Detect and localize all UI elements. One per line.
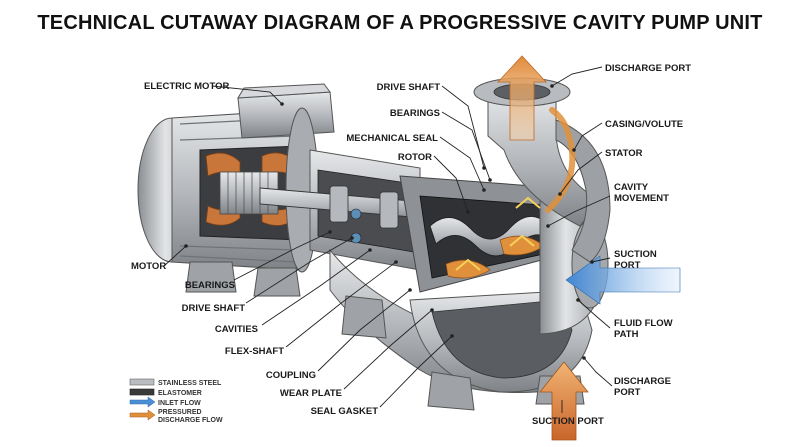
label-rotor: ROTOR <box>398 152 432 163</box>
coupling-housing <box>259 149 471 271</box>
legend-arrow-discharge-flow <box>129 409 156 421</box>
label-casing-volute: CASING/VOLUTE <box>605 119 683 130</box>
legend-arrow-inlet-flow <box>129 396 156 408</box>
label-suction-port-bottom: SUCTION PORT <box>532 416 604 427</box>
legend-label-inlet-flow: INLET FLOW <box>158 400 201 407</box>
label-suction-port-right-line2: PORT <box>614 260 641 271</box>
label-discharge-port-right-line2: PORT <box>614 387 641 398</box>
label-discharge-port-top: DISCHARGE PORT <box>605 63 691 74</box>
label-mechanical-seal: MECHANICAL SEAL <box>346 133 438 144</box>
legend-label-stainless-steel: STAINLESS STEEL <box>158 380 222 387</box>
label-drive-shaft-left: DRIVE SHAFT <box>182 303 246 314</box>
label-cavity-movement-line1: CAVITY <box>614 182 649 193</box>
label-seal-gasket: SEAL GASKET <box>311 406 379 417</box>
label-cavity-movement-line2: MOVEMENT <box>614 193 669 204</box>
label-cavities: CAVITIES <box>215 324 258 335</box>
label-discharge-port-right-line1: DISCHARGE <box>614 376 671 387</box>
legend-label-pressured: PRESSURED <box>158 409 202 416</box>
label-drive-shaft-top: DRIVE SHAFT <box>377 82 441 93</box>
page-title: TECHNICAL CUTAWAY DIAGRAM OF A PROGRESSI… <box>37 12 763 34</box>
legend-label-discharge-flow: DISCHARGE FLOW <box>158 417 223 424</box>
discharge-flow-arrow <box>497 55 547 141</box>
flow-arrows <box>455 55 681 441</box>
label-bearings-left: BEARINGS <box>185 280 235 291</box>
electric-motor <box>137 83 335 297</box>
legend-swatch-elastomer <box>129 388 155 396</box>
legend-swatch-stainless-steel <box>129 378 155 386</box>
suction-flow-arrow <box>539 361 589 441</box>
inlet-flow-arrow <box>565 255 681 305</box>
label-coupling: COUPLING <box>266 370 316 381</box>
label-electric-motor: ELECTRIC MOTOR <box>144 81 229 92</box>
label-bearings-top: BEARINGS <box>390 108 440 119</box>
legend: STAINLESS STEEL ELASTOMER INLET FLOW PRE… <box>129 378 223 424</box>
label-motor: MOTOR <box>131 261 166 272</box>
leader-lines <box>163 66 613 413</box>
label-flex-shaft: FLEX-SHAFT <box>225 346 284 357</box>
label-fluid-flow-path-line2: PATH <box>614 329 639 340</box>
legend-label-elastomer: ELASTOMER <box>158 390 202 397</box>
label-suction-port-right-line1: SUCTION <box>614 249 657 260</box>
label-stator: STATOR <box>605 148 643 159</box>
label-fluid-flow-path-line1: FLUID FLOW <box>614 318 673 329</box>
label-wear-plate: WEAR PLATE <box>280 388 342 399</box>
callout-labels: ELECTRIC MOTOR MOTOR BEARINGS DRIVE SHAF… <box>131 63 691 427</box>
